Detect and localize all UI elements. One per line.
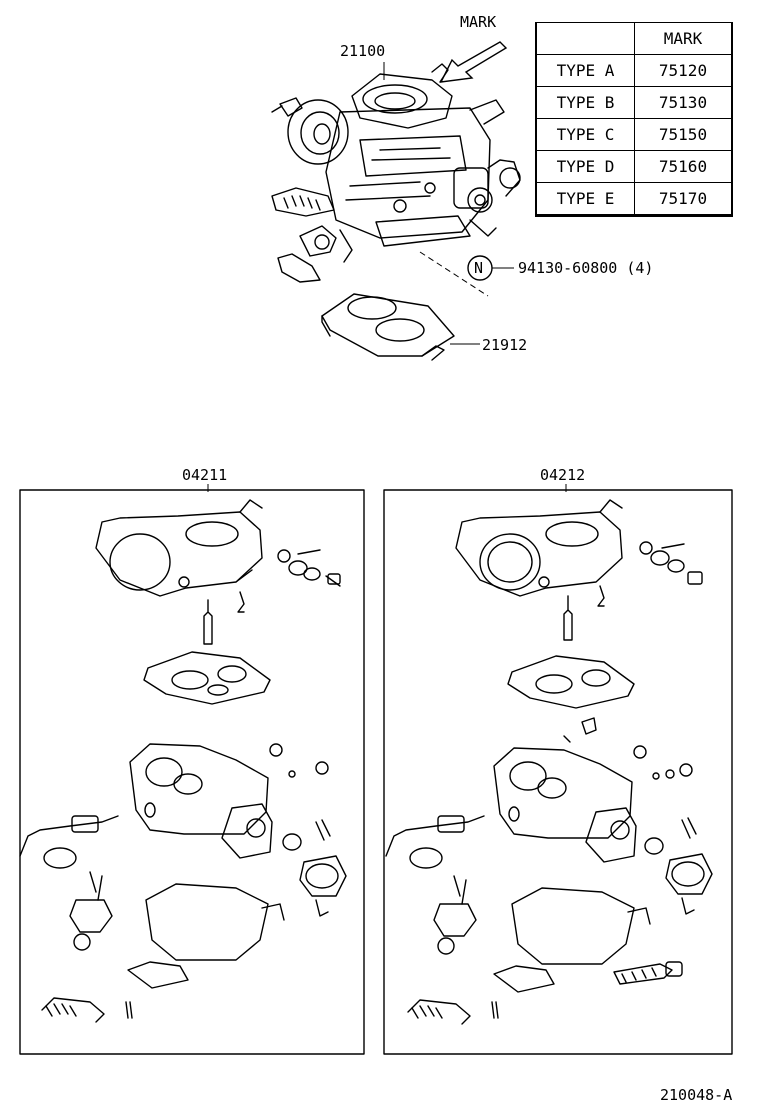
mark-cell: 75130 [634, 86, 733, 119]
kit-left-parts-illustration [19, 499, 347, 1023]
top-assembly: MARK 21100 [271, 13, 653, 361]
mark-cell: 75120 [634, 54, 733, 87]
mark-table-row: TYPE E 75170 [535, 182, 733, 217]
mark-arrow-icon [439, 41, 508, 83]
nut-callout: N 94130-60800 (4) [467, 255, 653, 281]
type-cell: TYPE C [535, 118, 635, 151]
figure-code: 210048-A [660, 1086, 732, 1104]
mark-table-row: TYPE D 75160 [535, 150, 733, 183]
alignment-dash [419, 251, 489, 297]
gasket-illustration [321, 293, 455, 361]
carburetor-illustration [271, 63, 521, 283]
mark-cell: 75170 [634, 182, 733, 217]
nut-symbol: N [474, 259, 483, 277]
gasket-part-number: 21912 [482, 336, 527, 354]
kit-right-box [383, 489, 733, 1055]
mark-label: MARK [460, 13, 496, 31]
kit-left-box [19, 489, 365, 1055]
mark-table-row: TYPE B 75130 [535, 86, 733, 119]
mark-table-row: TYPE C 75150 [535, 118, 733, 151]
type-cell: TYPE E [535, 182, 635, 217]
kit-left-part-number: 04211 [182, 466, 227, 484]
mark-cell: 75160 [634, 150, 733, 183]
nut-part-number: 94130-60800 (4) [518, 259, 653, 277]
kit-right-part-number: 04212 [540, 466, 585, 484]
mark-table: MARK TYPE A 75120 TYPE B 75130 TYPE C 75… [535, 22, 733, 217]
kit-right-parts-illustration [385, 499, 713, 1025]
type-cell: TYPE D [535, 150, 635, 183]
carburetor-part-number: 21100 [340, 42, 385, 60]
